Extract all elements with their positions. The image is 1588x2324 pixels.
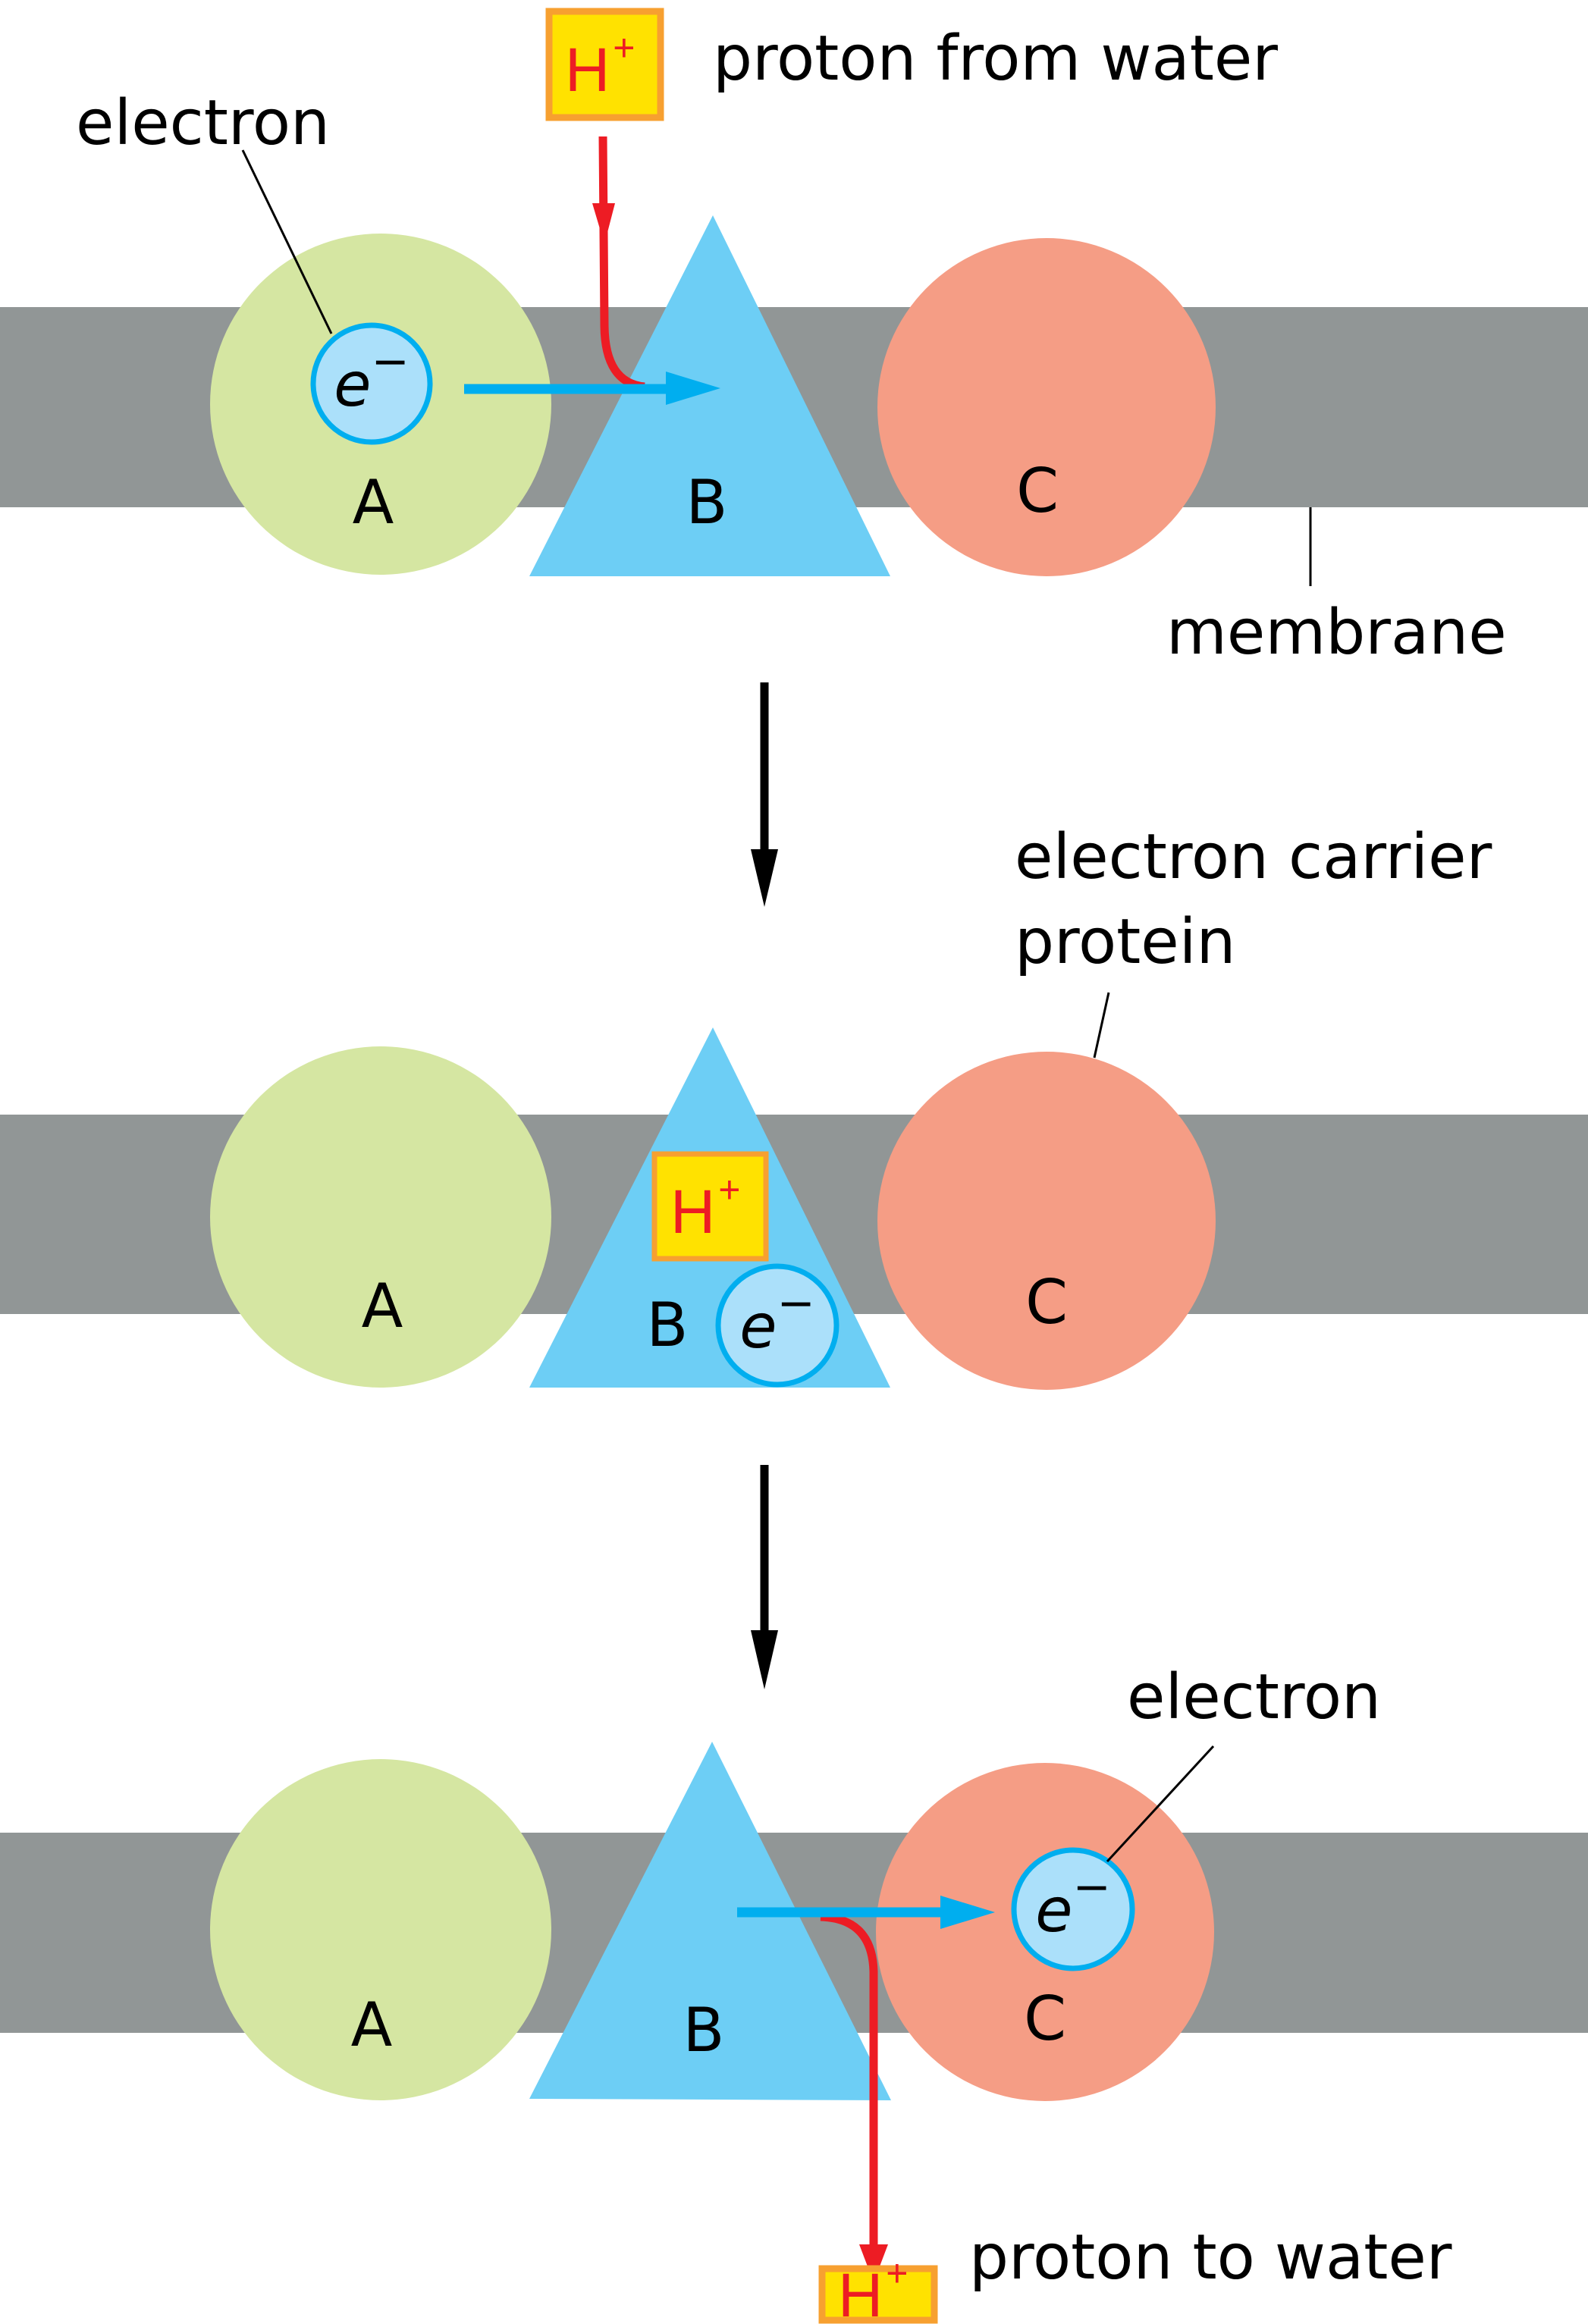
protein-a [210, 1759, 551, 2100]
proton-box-text: H+ [838, 2252, 908, 2324]
electron-carrier-label-line1: electron carrier [1015, 821, 1492, 893]
proton-box: H+ [545, 8, 664, 121]
proton-path-arrow [820, 1912, 878, 2260]
protein-a-label: A [351, 1990, 393, 2060]
protein-c-label: C [1024, 1984, 1066, 2054]
proton-box [818, 2265, 938, 2324]
protein-c [877, 238, 1216, 576]
proton-symbol: H [670, 1178, 715, 1247]
protein-a-label: A [353, 467, 394, 538]
electron-charge: − [371, 335, 409, 388]
panel-2: electron carrier protein H+ B e− A C [0, 821, 1588, 1390]
electron-arrowhead [666, 372, 720, 405]
proton-symbol: H [565, 36, 610, 105]
proton-charge: + [613, 27, 635, 69]
protein-b [529, 215, 890, 576]
electron: e− [715, 1263, 840, 1388]
svg-text:H+: H+ [670, 1168, 740, 1247]
protein-c-label: C [1016, 456, 1059, 526]
membrane-label: membrane [1166, 597, 1507, 669]
protein-a-label: A [362, 1271, 403, 1341]
electron-leader-line [1106, 1745, 1215, 1863]
svg-text:H+: H+ [565, 27, 635, 105]
proton-to-water-label: proton to water [969, 2222, 1452, 2294]
electron-charge: − [1072, 1861, 1110, 1914]
protein-b-label: B [647, 1290, 689, 1360]
panel-3: e− electron A B C H+ proton to water [0, 1661, 1588, 2324]
electron-carrier-leader-line [1093, 992, 1110, 1059]
electron-symbol: e [334, 350, 371, 420]
proton-charge: + [718, 1168, 740, 1211]
protein-a [210, 1046, 551, 1388]
protein-b-label: B [683, 1995, 725, 2065]
svg-text:e−: e− [1035, 1861, 1111, 1946]
panel-1: e− electron H+ proton from water A B C m… [0, 8, 1588, 669]
protein-b-label: B [686, 467, 728, 538]
electron-carrier-label-line2: protein [1015, 906, 1235, 978]
electron-arrowhead [940, 1896, 995, 1929]
electron-charge: − [777, 1277, 814, 1330]
step-arrow-1 [751, 682, 778, 907]
proton-arrowhead [592, 203, 615, 244]
proton-charge: + [886, 2252, 908, 2294]
svg-text:e−: e− [334, 335, 410, 420]
electron-symbol: e [1035, 1875, 1072, 1946]
electron-symbol: e [739, 1291, 777, 1362]
electron: e− [310, 322, 433, 445]
protein-c [877, 1052, 1216, 1390]
electron-label: electron [1127, 1661, 1381, 1733]
electron-leader-line [241, 149, 333, 334]
proton-box: H+ [651, 1151, 769, 1262]
step-arrow-2 [751, 1465, 778, 1689]
proton-arrowhead [859, 2244, 888, 2282]
electron: e− [1011, 1847, 1135, 1971]
proton-symbol: H [838, 2261, 883, 2324]
electron-label: electron [76, 87, 330, 159]
proton-from-water-label: proton from water [713, 23, 1278, 95]
protein-b [529, 1742, 891, 2100]
svg-text:e−: e− [739, 1277, 815, 1362]
protein-c-label: C [1025, 1267, 1068, 1338]
